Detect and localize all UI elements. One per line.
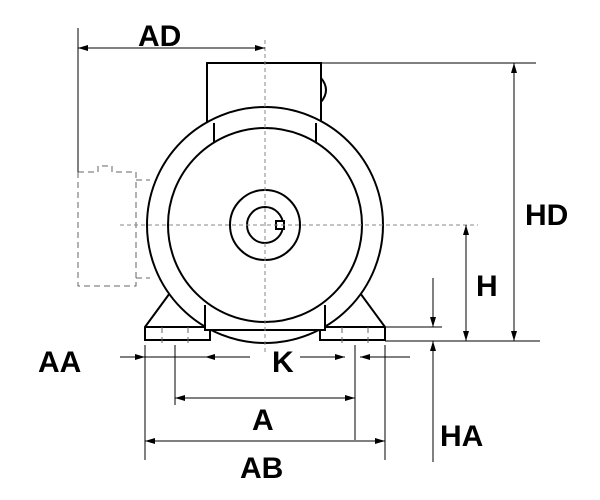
terminal-box-outline [77, 165, 150, 287]
label-h: H [476, 270, 498, 303]
label-aa: AA [38, 346, 81, 379]
label-ab: AB [240, 452, 283, 485]
label-ha: HA [440, 420, 483, 453]
dimension-lines [78, 45, 517, 462]
mounting-holes [161, 327, 369, 345]
label-hd: HD [525, 199, 568, 232]
label-k: K [272, 346, 294, 379]
center-lines [120, 40, 478, 355]
label-ad: AD [138, 20, 181, 53]
label-a: A [252, 404, 274, 437]
